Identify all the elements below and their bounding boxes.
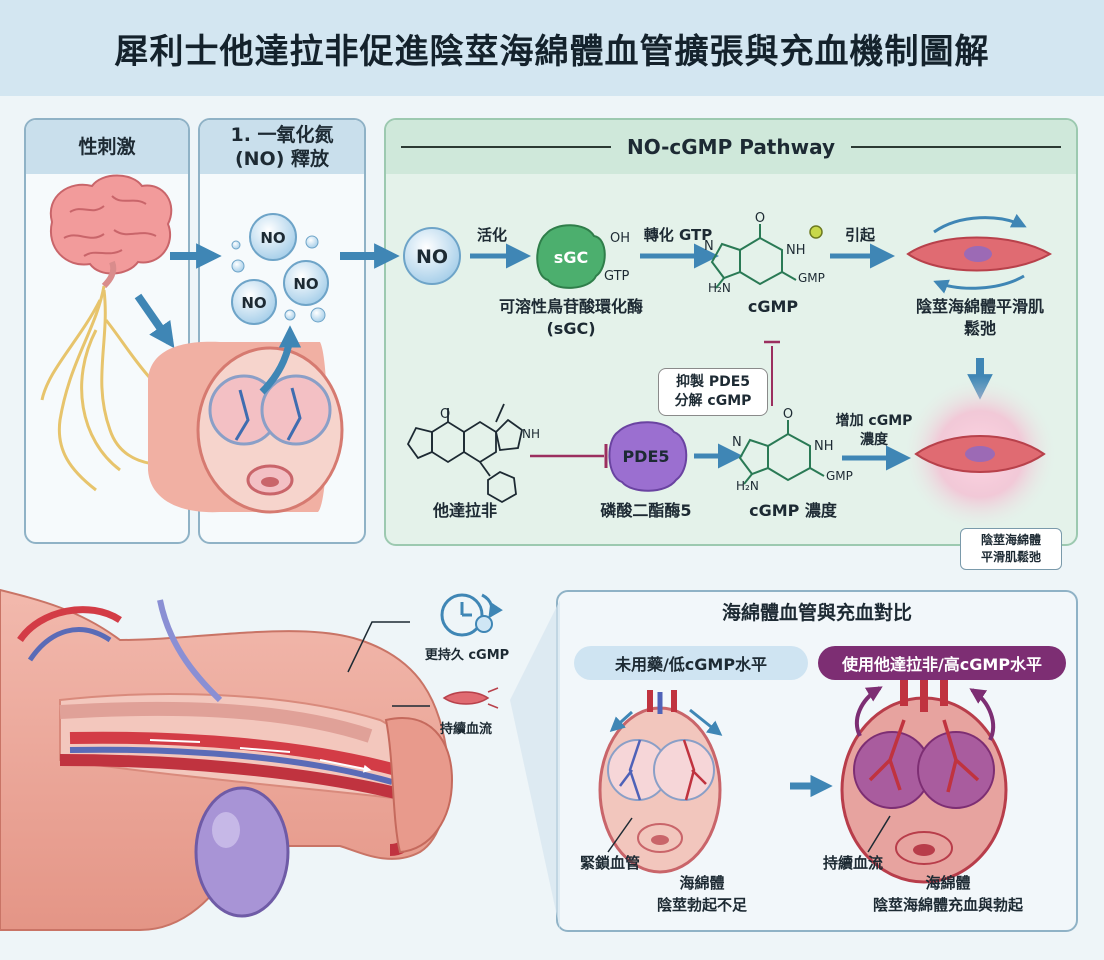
untreated-caption-line2: 陰莖勃起不足 (656, 896, 747, 914)
page-title: 犀利士他達拉非促進陰莖海綿體血管擴張與充血機制圖解 (114, 31, 990, 72)
inhibit-note-line2: 分解 cGMP (674, 393, 752, 409)
pde5-enzyme-icon (608, 421, 688, 492)
sgc-caption-line1: 可溶性鳥苷酸環化酶 (498, 297, 643, 316)
sustained-flow-callout-line (867, 815, 891, 853)
inhibit-note-line1: 抑製 PDE5 (675, 374, 751, 390)
sustained-flow-compare-label: 持續血流 (822, 854, 883, 872)
cgmp2-caption: cGMP 濃度 (749, 501, 837, 520)
cgmp2-n-label: N (732, 435, 742, 450)
treated-cross-section-icon (840, 676, 1008, 884)
treated-pill: 使用他達拉非/高cGMP水平 (818, 646, 1066, 680)
pathway-no-circle (403, 227, 461, 285)
treated-caption-line2: 陰莖海綿體充血與勃起 (872, 896, 1023, 914)
header-rule-right (851, 146, 1062, 148)
cgmp-h2n-label: H₂N (708, 281, 731, 295)
sustained-flow-label: 持續血流 (439, 722, 492, 737)
relaxed-muscle-tag: 陰莖海綿體 平滑肌鬆弛 (960, 528, 1062, 570)
tadalafil-nh-label: NH (522, 427, 540, 441)
cgmp-o-label: O (755, 211, 765, 226)
treated-caption-line1: 海綿體 (925, 874, 971, 892)
cgmp2-gmp-label: GMP (826, 469, 853, 483)
cgmp-nh-label: NH (786, 243, 806, 258)
cgmp-n-label: N (704, 239, 714, 254)
cause-label: 引起 (845, 226, 876, 244)
relaxed-muscle-cell-icon (914, 435, 1046, 473)
title-band: 犀利士他達拉非促進陰莖海綿體血管擴張與充血機制圖解 (0, 0, 1104, 96)
cgmp2-nh-label: NH (814, 439, 834, 454)
longer-cgmp-callout-line (347, 621, 410, 673)
pathway-title: NO-cGMP Pathway (626, 135, 836, 159)
sgc-caption: 可溶性鳥苷酸環化酶 (sGC) (484, 296, 658, 340)
section-to-no-arrow (259, 325, 302, 395)
zoom-funnel (510, 600, 560, 930)
cgmp-caption: cGMP (747, 297, 799, 316)
stimulus-panel-title: 性刺激 (26, 120, 188, 174)
no-release-panel-title: 1. 一氧化氮 (NO) 釋放 (200, 120, 364, 174)
no-bubble-label-2: NO (293, 275, 318, 293)
cgmp-gmp-label: GMP (798, 271, 825, 285)
no-bubble-label-1: NO (260, 229, 285, 247)
tight-vessel-callout-line (607, 817, 633, 853)
muscle-caption: 陰莖海綿體平滑肌 鬆弛 (894, 296, 1066, 340)
cgmp2-h2n-label: H₂N (736, 479, 759, 493)
pde5-caption: 磷酸二酯酶5 (600, 501, 692, 520)
penis-anatomy-icon (0, 588, 454, 931)
pathway-panel-header: NO-cGMP Pathway (386, 120, 1076, 174)
untreated-caption-line1: 海綿體 (679, 874, 725, 892)
muscle-caption-line2: 鬆弛 (963, 319, 996, 338)
tadalafil-molecule-icon (406, 403, 524, 504)
clock-icon (440, 593, 503, 637)
untreated-caption: 海綿體 陰莖勃起不足 (632, 872, 772, 916)
sgc-enzyme-icon (536, 224, 606, 289)
longer-cgmp-label: 更持久 cGMP (424, 648, 510, 663)
untreated-cross-section-icon (598, 690, 723, 874)
smooth-muscle-cell-icon (906, 213, 1052, 294)
sgc-label: sGC (554, 248, 588, 267)
no-release-title-line2: (NO) 釋放 (234, 148, 330, 170)
penis-cross-section-icon (148, 341, 344, 514)
sgc-oh-label: OH (610, 231, 630, 246)
no-release-title-line1: 1. 一氧化氮 (230, 124, 334, 146)
activate-label: 活化 (477, 226, 507, 244)
header-rule-left (400, 146, 611, 148)
no-bubble-label-3: NO (241, 294, 266, 312)
sgc-caption-line2: (sGC) (546, 319, 596, 338)
increase-label-line1: 增加 cGMP (835, 413, 913, 429)
brain-icon (49, 174, 173, 289)
tadalafil-o-label: O (440, 407, 450, 422)
comparison-title: 海綿體血管與充血對比 (721, 602, 912, 624)
pde5-label: PDE5 (622, 447, 669, 466)
increase-cgmp-label: 增加 cGMP 濃度 (826, 412, 922, 450)
pathway-no-label: NO (416, 246, 448, 268)
tight-vessel-label: 緊鎖血管 (579, 854, 640, 872)
sgc-gtp-label: GTP (604, 269, 630, 284)
tadalafil-caption: 他達拉非 (432, 501, 497, 520)
treated-caption: 海綿體 陰莖海綿體充血與勃起 (838, 872, 1058, 916)
untreated-pill: 未用藥/低cGMP水平 (574, 646, 808, 680)
convert-gtp-label: 轉化 GTP (644, 226, 713, 244)
brain-to-tissue-arrow (134, 293, 175, 349)
relaxed-tag-line1: 陰莖海綿體 (980, 533, 1041, 547)
cgmp-phosphate-dot (809, 225, 823, 239)
no-bubbles-icon (231, 213, 329, 325)
mini-muscle-cell-icon (442, 687, 499, 709)
cgmp-molecule-icon (710, 224, 797, 289)
cgmp-molecule-2-icon (738, 420, 825, 485)
increase-label-line2: 濃度 (860, 432, 888, 448)
relaxed-tag-line2: 平滑肌鬆弛 (980, 550, 1041, 564)
muscle-caption-line1: 陰莖海綿體平滑肌 (915, 297, 1044, 316)
cgmp2-o-label: O (783, 407, 793, 422)
inhibit-pde5-note: 抑製 PDE5 分解 cGMP (658, 368, 768, 416)
